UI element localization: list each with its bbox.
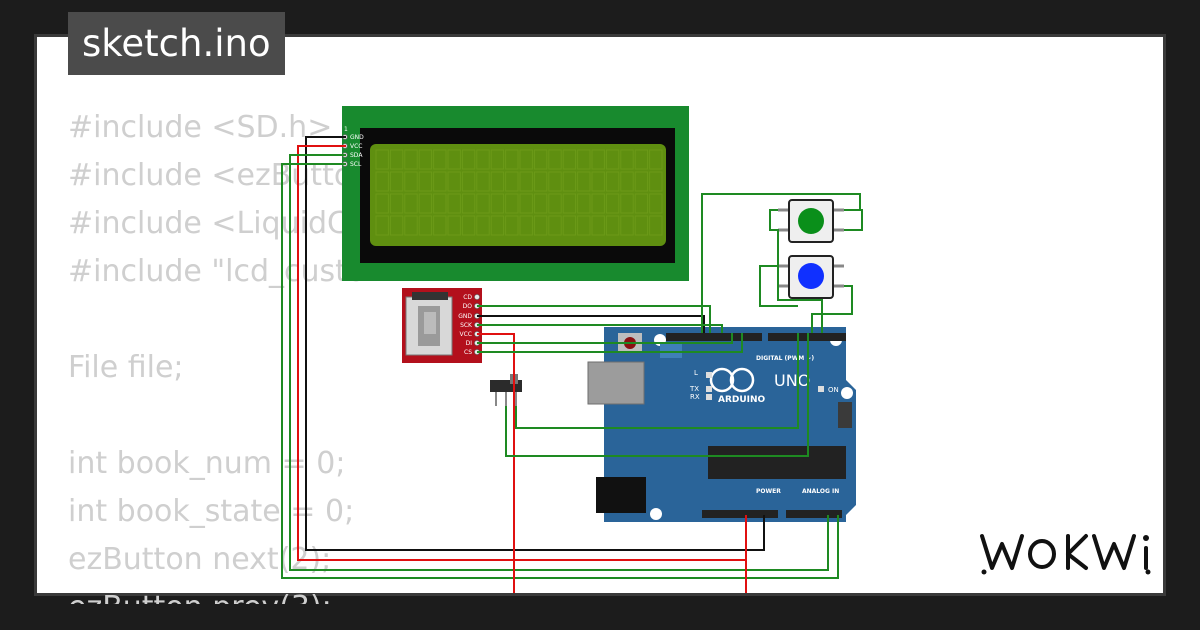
arduino-labels: UNO ARDUINO L TX RX ON DIGITAL (PWM ~) P… — [689, 355, 839, 495]
lcd-pin-label: SDA — [350, 152, 363, 159]
push-button-green[interactable] — [778, 199, 844, 243]
wire-switch-1 — [505, 333, 809, 457]
wire-btn-top — [701, 193, 861, 333]
led-label-on: ON — [828, 386, 839, 394]
wokwi-logo — [980, 534, 1151, 575]
wire-btn-blue — [811, 285, 853, 333]
wire-lcd-sda — [289, 154, 829, 571]
digital-header-label: DIGITAL (PWM ~) — [756, 355, 814, 362]
wire-sd-gnd — [477, 315, 705, 333]
arduino-brand: ARDUINO — [718, 395, 766, 405]
sd-pin-label: SCK — [460, 322, 473, 329]
sd-pin-label: DO — [463, 303, 473, 310]
wire-lcd-scl — [281, 163, 839, 579]
wire-sd-sck — [477, 324, 723, 333]
wire-btn-blue-2 — [759, 265, 798, 307]
push-button-blue[interactable] — [778, 255, 844, 299]
wire-sd-vcc — [477, 333, 515, 593]
sd-pin-label: VCC — [460, 331, 472, 338]
sd-pin-label: GND — [458, 313, 472, 320]
lcd-display[interactable] — [342, 106, 689, 281]
led-label-tx: TX — [689, 385, 699, 393]
wire-sd-cs2 — [477, 333, 743, 353]
code-line: File file; — [68, 350, 184, 385]
sd-card-module[interactable] — [402, 288, 482, 363]
code-line: ezButton prev(3); — [68, 584, 768, 604]
code-line: int book_state = 0; — [68, 494, 355, 529]
lcd-pin-label: 1 — [344, 126, 348, 133]
arduino-model: UNO — [774, 371, 810, 390]
sd-pin-label: CS — [464, 349, 472, 356]
wire-switch-2 — [515, 333, 799, 429]
wires — [281, 136, 863, 593]
arduino-uno-board[interactable] — [587, 327, 856, 522]
code-line: int book_num = 0; — [68, 446, 346, 481]
lcd-pin-label: SCL — [350, 161, 362, 168]
led-label-rx: RX — [690, 393, 700, 401]
sd-pin-label: CD — [463, 294, 472, 301]
file-tab: sketch.ino — [68, 12, 285, 75]
slide-switch[interactable] — [490, 374, 522, 406]
wire-sd-di — [477, 333, 733, 344]
wire-lcd-gnd — [305, 136, 765, 551]
lcd-pin-label: GND — [350, 134, 364, 141]
code-preview: #include <SD.h> #include <ezButton.h> #i… — [68, 104, 768, 604]
code-line: #include <SD.h> — [68, 110, 333, 145]
sd-pin-label: DI — [466, 340, 473, 347]
wire-btn-green-2 — [769, 209, 823, 333]
lcd-pin-labels: 1 GND VCC SDA SCL — [344, 126, 364, 168]
led-label-l: L — [694, 369, 698, 377]
power-header-label: POWER — [756, 488, 781, 495]
sd-pin-labels: CD DO GND SCK VCC DI CS — [458, 294, 473, 356]
wire-btn-green — [844, 209, 863, 231]
lcd-pin-label: VCC — [350, 143, 362, 150]
analog-header-label: ANALOG IN — [802, 488, 839, 495]
